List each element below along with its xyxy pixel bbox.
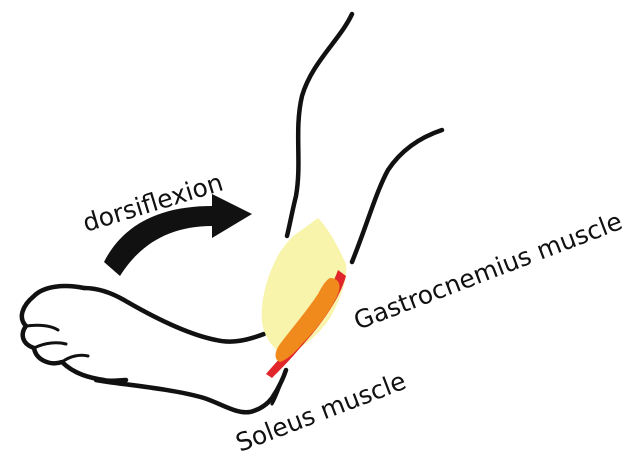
soleus-label: Soleus muscle (232, 366, 410, 457)
gastrocnemius-label: Gastrocnemius muscle (350, 206, 624, 335)
thigh-front-line (287, 14, 352, 236)
shin-front-line (84, 288, 264, 342)
paw-outline (22, 286, 126, 381)
toe-line-2 (34, 343, 66, 348)
toe-line-1 (26, 325, 58, 330)
toe-line-3 (62, 355, 88, 362)
thigh-back-line (352, 130, 442, 262)
shin-back-line (96, 370, 286, 412)
